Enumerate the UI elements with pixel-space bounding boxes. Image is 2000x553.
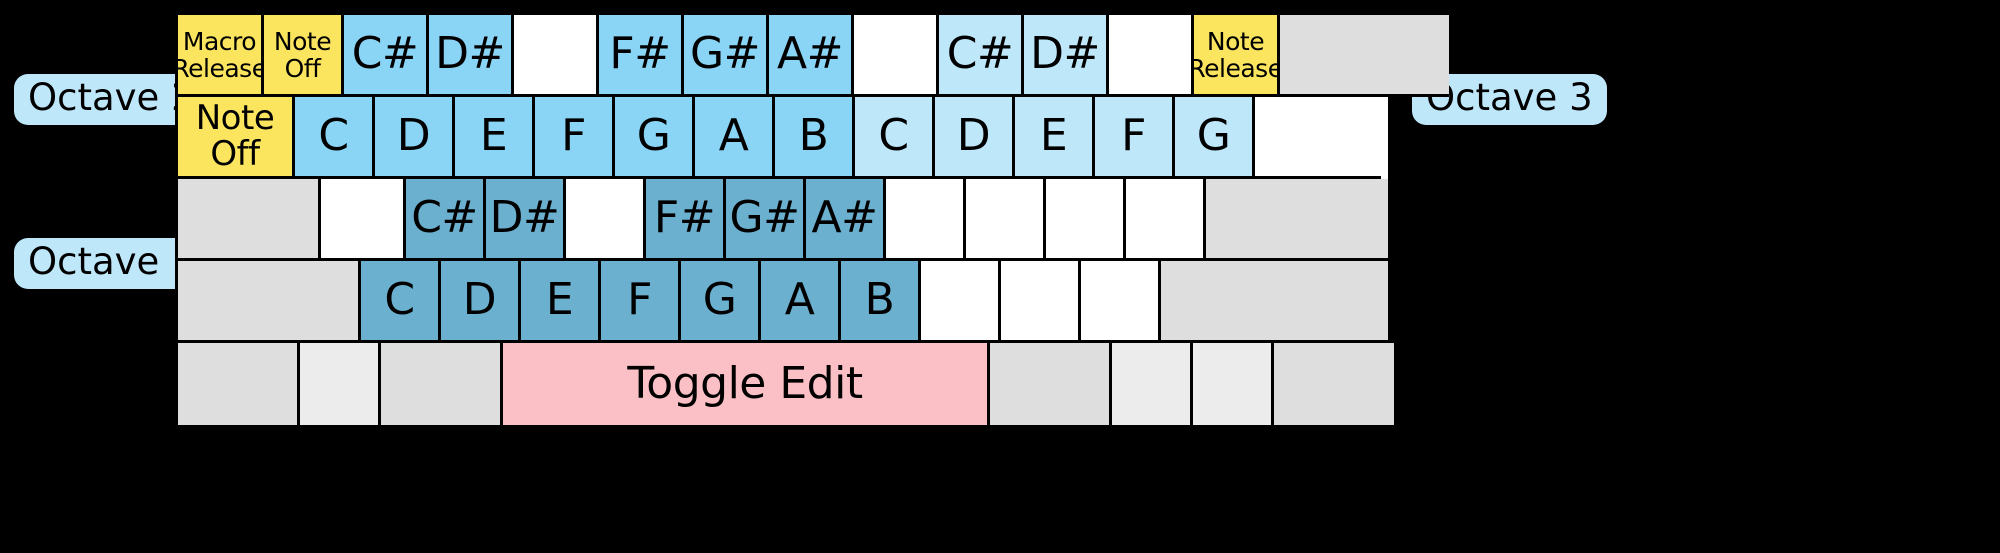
key-macro-release-r1c1[interactable]: Macro Release: [178, 15, 264, 97]
key-c-r4c2[interactable]: C: [361, 261, 441, 343]
key-note-off-r1c2[interactable]: Note Off: [264, 15, 344, 97]
key-blank-r3c1: [178, 179, 321, 261]
key-blank-r1c5: [514, 15, 599, 97]
key-c-r2c9[interactable]: C: [855, 97, 935, 179]
key-c-r3c3[interactable]: C#: [406, 179, 486, 261]
key-e-r4c4[interactable]: E: [521, 261, 601, 343]
key-blank-r3c9: [886, 179, 966, 261]
key-blank-r3c10: [966, 179, 1046, 261]
key-a-r3c8[interactable]: A#: [806, 179, 886, 261]
key-blank-r1c14: [1280, 15, 1449, 97]
key-blank-r1c9: [854, 15, 939, 97]
keyboard-row-home-row: C#D# F#G#A#: [178, 179, 1388, 261]
key-blank-r5c6: [1112, 343, 1193, 425]
key-note-off-r2c1[interactable]: Note Off: [178, 97, 295, 179]
key-blank-r3c13: [1206, 179, 1388, 261]
key-d-r2c3[interactable]: D: [375, 97, 455, 179]
key-toggle-edit-r5c4[interactable]: Toggle Edit: [503, 343, 990, 425]
key-c-r2c2[interactable]: C: [295, 97, 375, 179]
keyboard-row-space-row: Toggle Edit: [178, 343, 1394, 425]
key-g-r2c13[interactable]: G: [1175, 97, 1255, 179]
key-blank-r3c12: [1126, 179, 1206, 261]
key-c-r1c10[interactable]: C#: [939, 15, 1024, 97]
key-e-r2c11[interactable]: E: [1015, 97, 1095, 179]
key-f-r3c6[interactable]: F#: [646, 179, 726, 261]
key-blank-r5c7: [1193, 343, 1274, 425]
key-note-release-r1c13[interactable]: Note Release: [1194, 15, 1280, 97]
key-a-r2c7[interactable]: A: [695, 97, 775, 179]
key-d-r3c4[interactable]: D#: [486, 179, 566, 261]
key-d-r1c4[interactable]: D#: [429, 15, 514, 97]
key-f-r4c5[interactable]: F: [601, 261, 681, 343]
key-f-r1c6[interactable]: F#: [599, 15, 684, 97]
key-a-r1c8[interactable]: A#: [769, 15, 854, 97]
key-blank-r5c1: [178, 343, 300, 425]
key-blank-r4c11: [1081, 261, 1161, 343]
key-blank-r5c2: [300, 343, 381, 425]
key-blank-r4c10: [1001, 261, 1081, 343]
key-a-r4c7[interactable]: A: [761, 261, 841, 343]
key-blank-r4c9: [921, 261, 1001, 343]
key-b-r4c8[interactable]: B: [841, 261, 921, 343]
key-b-r2c8[interactable]: B: [775, 97, 855, 179]
key-blank-r4c1: [178, 261, 361, 343]
key-blank-r5c5: [990, 343, 1112, 425]
key-blank-r3c5: [566, 179, 646, 261]
key-f-r2c5[interactable]: F: [535, 97, 615, 179]
key-e-r2c4[interactable]: E: [455, 97, 535, 179]
key-d-r1c11[interactable]: D#: [1024, 15, 1109, 97]
key-g-r4c6[interactable]: G: [681, 261, 761, 343]
key-blank-r2c14: [1255, 97, 1381, 179]
key-blank-r3c2: [321, 179, 406, 261]
key-d-r2c10[interactable]: D: [935, 97, 1015, 179]
key-d-r4c3[interactable]: D: [441, 261, 521, 343]
key-blank-r5c8: [1274, 343, 1394, 425]
key-blank-r5c3: [381, 343, 503, 425]
key-g-r3c7[interactable]: G#: [726, 179, 806, 261]
key-f-r2c12[interactable]: F: [1095, 97, 1175, 179]
key-g-r1c7[interactable]: G#: [684, 15, 769, 97]
key-blank-r3c11: [1046, 179, 1126, 261]
key-blank-r1c12: [1109, 15, 1194, 97]
key-blank-r4c12: [1161, 261, 1388, 343]
key-g-r2c6[interactable]: G: [615, 97, 695, 179]
key-c-r1c3[interactable]: C#: [344, 15, 429, 97]
